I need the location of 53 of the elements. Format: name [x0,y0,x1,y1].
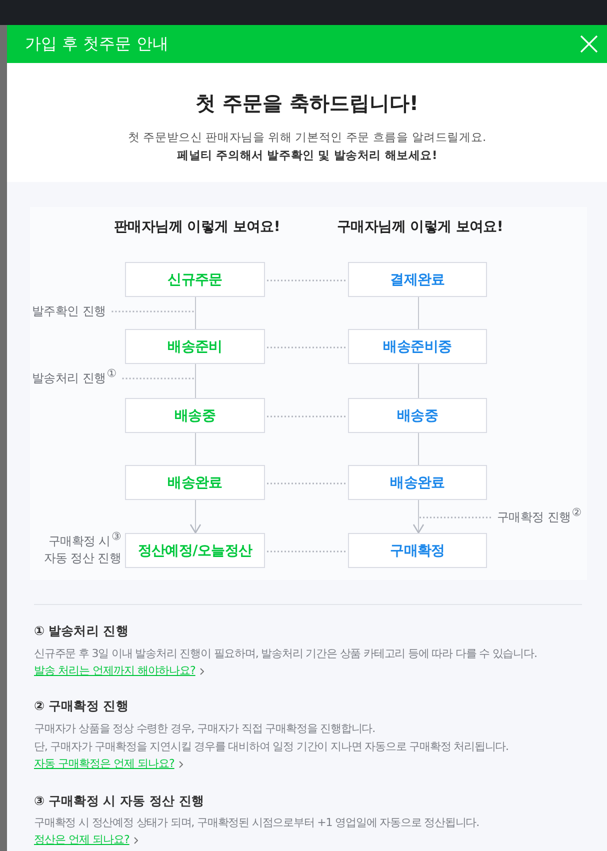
description-text: 신규주문 후 3일 이내 발송처리 진행이 필요하며, 발송처리 기간은 상품 카테고리 등에 따라 다를 수 있습니다. [34,646,537,662]
help-link: 자동 구매확정은 언제 되나요? [34,756,174,772]
arrow [190,500,202,534]
dotted-connector [267,550,346,552]
status-box [348,262,487,297]
description-text: 단, 구매자가 구매확정을 지연시킬 경우를 대비하여 일정 기간이 지나면 자동으로 구매확정 처리됩니다. [34,739,508,755]
status-label: 신규주문 [168,270,222,288]
status-box [125,329,265,364]
column-heading: 구매자님께 이렇게 보여요! [336,218,504,236]
connector-line [418,364,419,398]
section-heading: ③ 구매확정 시 자동 정산 진행 [34,792,204,810]
status-box [348,398,487,433]
status-label: 배송완료 [168,474,222,492]
annotation-text: 발주확인 진행 [32,303,106,319]
status-box [125,533,265,568]
arrow [412,500,424,534]
dotted-connector [267,346,346,348]
status-box [125,398,265,433]
help-link: 발송 처리는 언제까지 해야하나요? [34,663,196,679]
connector-line [195,432,196,466]
status-label: 배송중 [174,406,216,424]
leader-line [122,378,196,380]
column-heading: 판매자님께 이렇게 보여요! [113,218,281,236]
leader-line [112,310,196,312]
help-link: 정산은 언제 되나요? [34,832,130,848]
description-text: 구매자가 상품을 정상 수령한 경우, 구매자가 직접 구매확정을 진행합니다. [34,721,375,737]
status-box [348,533,487,568]
section-heading: ① 발송처리 진행 [34,622,129,640]
section-heading: ② 구매확정 진행 [34,697,129,715]
description-text: 구매확정 시 정산예정 상태가 되며, 구매확정된 시점으로부터 +1 영업일에 자동으로 정산됩니다. [34,815,479,831]
status-box [125,262,265,297]
status-label: 구매확정 [390,542,445,560]
connector-line [418,296,419,330]
dotted-connector [267,280,346,282]
status-label: 정산예정/오늘정산 [138,542,252,560]
leader-line [418,516,491,518]
status-box [348,329,487,364]
connector-line [418,432,419,466]
status-box [348,465,487,500]
status-label: 배송준비 [168,338,222,356]
intro-text: 첫 주문받으신 판매자님을 위해 기본적인 주문 흐름을 알려드릴게요. [126,129,488,145]
status-label: 배송중 [396,406,438,424]
dialog-title: 가입 후 첫주문 안내 [25,34,168,54]
status-box [125,465,265,500]
headline: 첫 주문을 축하드립니다! [194,90,420,116]
status-label: 배송완료 [390,474,445,492]
connector-line [195,296,196,330]
dotted-connector [267,482,346,484]
dotted-connector [267,416,346,418]
intro-text: 페널티 주의해서 발주확인 및 발송처리 해보세요! [176,147,438,163]
status-label: 결제완료 [390,270,445,288]
status-label: 배송준비중 [383,338,452,356]
connector-line [195,364,196,398]
